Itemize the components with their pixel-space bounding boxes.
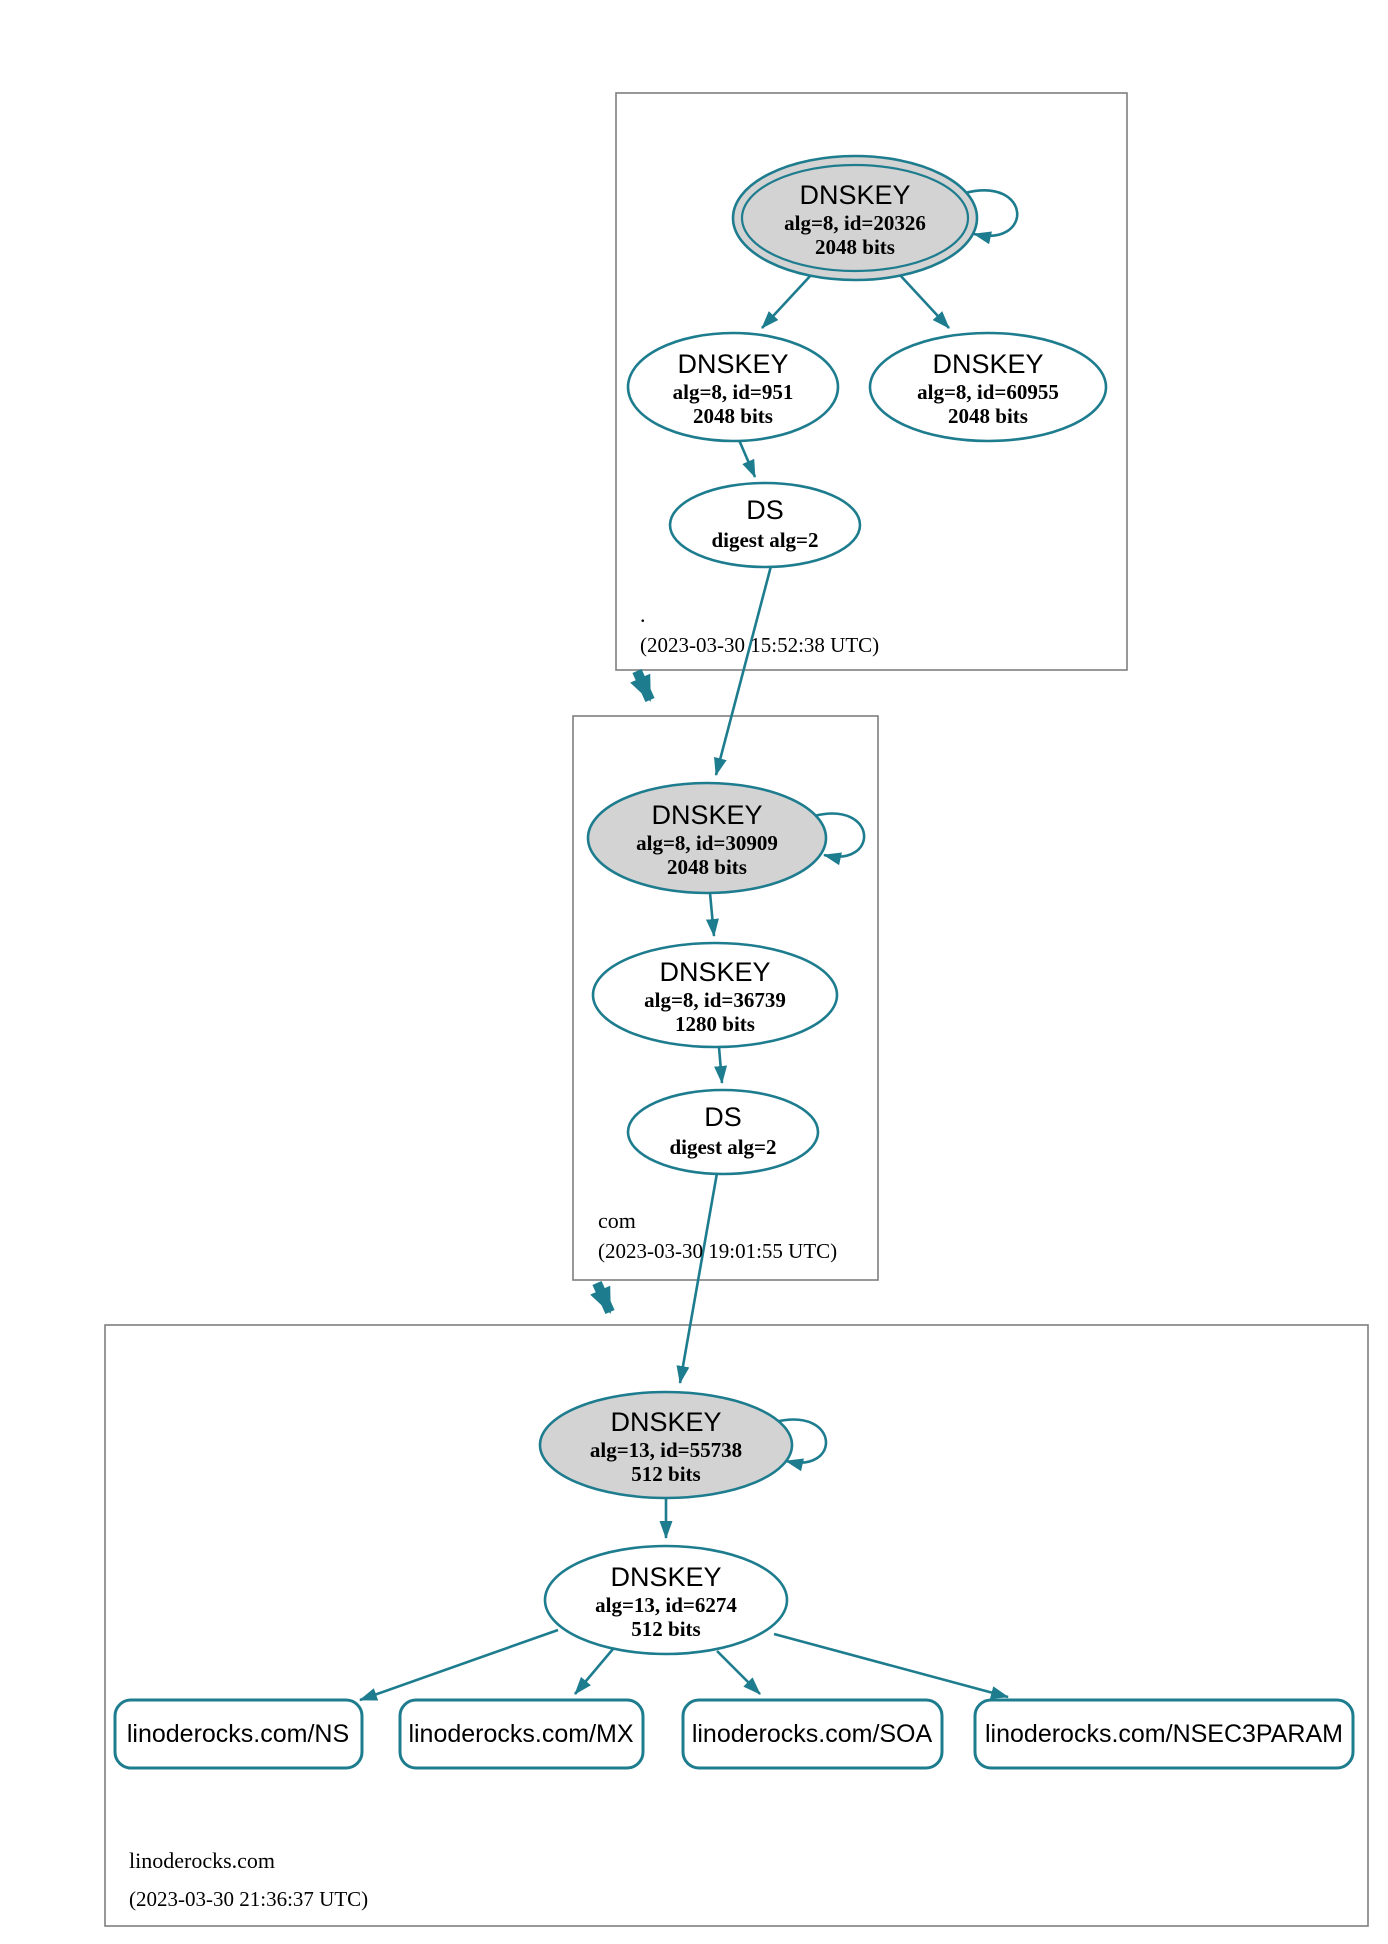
- linoderocks-ksk-node: DNSKEY alg=13, id=55738 512 bits: [538, 1390, 794, 1500]
- root-zsk1-alg: alg=8, id=951: [673, 380, 794, 404]
- com-ds-node: DS digest alg=2: [626, 1088, 820, 1176]
- linoderocks-zone-box: [104, 1324, 1369, 1927]
- rrset-nsec3param-label: linoderocks.com/NSEC3PARAM: [985, 1720, 1343, 1748]
- rrset-mx-node: linoderocks.com/MX: [398, 1698, 645, 1770]
- edge-linoderocks-ksk-self-loop: [774, 1418, 828, 1472]
- root-zone-box: [615, 92, 1128, 671]
- linoderocks-zone-label: linoderocks.com: [129, 1848, 275, 1873]
- rrset-ns-label: linoderocks.com/NS: [127, 1720, 349, 1748]
- edge-com-ksk-to-zsk: [705, 892, 719, 937]
- rrset-soa-label: linoderocks.com/SOA: [692, 1720, 933, 1748]
- root-zsk2-alg: alg=8, id=60955: [917, 380, 1059, 404]
- com-zsk-node: DNSKEY alg=8, id=36739 1280 bits: [591, 941, 839, 1049]
- root-zsk1-node: DNSKEY alg=8, id=951 2048 bits: [626, 331, 840, 443]
- root-zone-timestamp: (2023-03-30 15:52:38 UTC): [640, 633, 879, 657]
- edge-root-ksk-self-loop: [964, 189, 1019, 245]
- com-ksk-node: DNSKEY alg=8, id=30909 2048 bits: [586, 781, 828, 895]
- linoderocks-zone-timestamp: (2023-03-30 21:36:37 UTC): [129, 1887, 368, 1911]
- root-ksk-bits: 2048 bits: [815, 235, 895, 259]
- root-ksk-node: DNSKEY alg=8, id=20326 2048 bits: [731, 154, 979, 282]
- linoderocks-ksk-alg: alg=13, id=55738: [590, 1438, 742, 1462]
- linoderocks-ksk-bits: 512 bits: [631, 1462, 700, 1486]
- com-ds-title: DS: [704, 1102, 742, 1132]
- com-zone-timestamp: (2023-03-30 19:01:55 UTC): [598, 1239, 837, 1263]
- rrset-nsec3param-node: linoderocks.com/NSEC3PARAM: [973, 1698, 1355, 1770]
- com-zone-label: com: [598, 1208, 636, 1233]
- linoderocks-zsk-bits: 512 bits: [631, 1617, 700, 1641]
- root-zsk2-node: DNSKEY alg=8, id=60955 2048 bits: [868, 331, 1108, 443]
- edge-com-zone-to-linoderocks-zone: [590, 1280, 615, 1315]
- edge-root-zone-to-com-zone: [630, 668, 655, 703]
- linoderocks-zsk-title: DNSKEY: [610, 1562, 721, 1592]
- linoderocks-zsk-alg: alg=13, id=6274: [595, 1593, 737, 1617]
- com-ds-digest: digest alg=2: [669, 1135, 776, 1159]
- edge-com-ds-to-linoderocks-ksk: [676, 1172, 719, 1384]
- com-zsk-title: DNSKEY: [659, 957, 770, 987]
- root-zsk1-title: DNSKEY: [677, 349, 788, 379]
- rrset-mx-label: linoderocks.com/MX: [408, 1720, 633, 1748]
- edge-root-ds-to-com-ksk: [714, 565, 773, 776]
- linoderocks-zsk-node: DNSKEY alg=13, id=6274 512 bits: [543, 1544, 789, 1656]
- rrset-soa-node: linoderocks.com/SOA: [681, 1698, 944, 1770]
- root-ds-title: DS: [746, 495, 784, 525]
- edge-com-ksk-self-loop: [813, 812, 866, 866]
- com-zsk-bits: 1280 bits: [675, 1012, 755, 1036]
- root-ds-digest: digest alg=2: [711, 528, 818, 552]
- root-ds-node: DS digest alg=2: [668, 481, 862, 569]
- com-zone-box: [572, 715, 879, 1281]
- edge-root-ksk-to-zsk1: [761, 273, 813, 329]
- com-ksk-bits: 2048 bits: [667, 855, 747, 879]
- com-ksk-title: DNSKEY: [651, 800, 762, 830]
- root-ksk-alg: alg=8, id=20326: [784, 211, 926, 235]
- edge-linoderocks-zsk-to-soa: [716, 1650, 761, 1695]
- root-zsk2-title: DNSKEY: [932, 349, 1043, 379]
- edge-root-zsk1-to-ds: [737, 439, 757, 478]
- com-zsk-alg: alg=8, id=36739: [644, 988, 786, 1012]
- root-zsk2-bits: 2048 bits: [948, 404, 1028, 428]
- edge-com-zsk-to-ds: [714, 1046, 728, 1084]
- edge-linoderocks-zsk-to-ns: [359, 1628, 559, 1702]
- rrset-ns-node: linoderocks.com/NS: [113, 1698, 364, 1770]
- root-zsk1-bits: 2048 bits: [693, 404, 773, 428]
- root-ksk-title: DNSKEY: [799, 180, 910, 210]
- edge-linoderocks-zsk-to-nsec3param: [773, 1632, 1009, 1699]
- root-zone-label: .: [640, 602, 646, 627]
- linoderocks-ksk-title: DNSKEY: [610, 1407, 721, 1437]
- com-ksk-alg: alg=8, id=30909: [636, 831, 778, 855]
- edge-root-ksk-to-zsk2: [898, 273, 950, 329]
- edge-linoderocks-zsk-to-mx: [574, 1648, 614, 1695]
- edges: [359, 189, 1019, 1702]
